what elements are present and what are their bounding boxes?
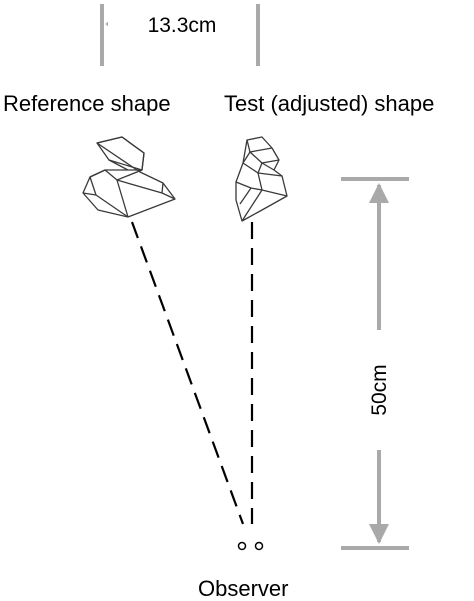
distance-dimension bbox=[341, 177, 409, 550]
test-shape bbox=[235, 136, 288, 222]
reference-shape-label: Reference shape bbox=[3, 91, 171, 116]
width-dimension-label: 13.3cm bbox=[108, 14, 256, 38]
distance-dimension-label-box: 50cm bbox=[360, 360, 400, 420]
reference-sight-line bbox=[130, 221, 245, 525]
observer-eyes-icon bbox=[237, 541, 264, 551]
distance-dimension-label: 50cm bbox=[368, 362, 392, 418]
reference-shape bbox=[82, 136, 176, 218]
right-eye-icon bbox=[254, 541, 264, 551]
observer-label: Observer bbox=[198, 576, 289, 601]
left-eye-icon bbox=[237, 541, 247, 551]
test-shape-label: Test (adjusted) shape bbox=[224, 91, 435, 116]
